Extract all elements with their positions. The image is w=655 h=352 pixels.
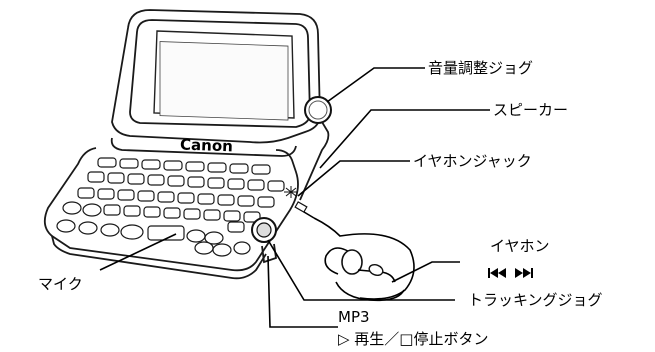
brand-logo: Canon	[180, 135, 233, 155]
leader-line-speaker	[319, 109, 490, 169]
track-skip-icons	[488, 268, 533, 278]
track-forward-icon	[515, 268, 533, 278]
key	[163, 207, 181, 219]
key	[177, 192, 195, 204]
key	[143, 206, 161, 218]
key	[97, 188, 115, 200]
key	[87, 171, 105, 183]
round-key	[233, 241, 251, 255]
key	[137, 190, 155, 202]
volume-jog-wheel-inner	[308, 100, 328, 120]
round-key	[62, 201, 82, 215]
key	[197, 193, 215, 205]
key	[247, 179, 265, 191]
key	[187, 176, 205, 188]
key	[183, 208, 201, 220]
round-key	[212, 243, 232, 257]
key	[229, 163, 249, 174]
round-key	[120, 224, 144, 240]
label-play-stop-button: ▷ 再生／□停止ボタン	[338, 330, 488, 348]
base-bottom-edge	[51, 235, 267, 280]
round-key	[56, 219, 76, 233]
leader-line-volume-jog	[326, 67, 425, 103]
label-speaker: スピーカー	[493, 101, 568, 119]
key	[237, 195, 255, 207]
label-mp3: MP3	[338, 308, 370, 326]
key	[117, 189, 135, 201]
label-earphone: イヤホン	[490, 237, 550, 255]
tracking-jog-inner	[256, 222, 272, 238]
label-tracking-jog: トラッキングジョグ	[468, 291, 603, 309]
base-body	[43, 147, 299, 272]
earphone-illustration	[313, 217, 415, 302]
key	[203, 209, 221, 221]
round-key	[82, 203, 102, 217]
key	[223, 210, 241, 222]
label-earphone-jack: イヤホンジャック	[413, 152, 532, 170]
lid-outline	[111, 9, 321, 144]
leader-line-mp3	[267, 255, 338, 328]
earphone-jack	[294, 201, 315, 219]
key	[167, 175, 185, 187]
screen-glass	[159, 41, 289, 121]
leader-line-earphone	[391, 261, 460, 283]
key	[267, 180, 285, 192]
round-key	[186, 229, 206, 243]
earbud	[341, 249, 363, 275]
key	[163, 160, 183, 171]
key	[77, 187, 95, 199]
leader-line-tracking-jog	[267, 239, 455, 301]
leader-line-microphone	[99, 233, 177, 271]
speaker-grille-icon	[284, 186, 298, 198]
screen	[153, 30, 295, 119]
round-key	[194, 241, 214, 255]
key	[119, 158, 139, 169]
key	[147, 225, 185, 241]
round-key	[78, 221, 98, 235]
leader-lines	[99, 67, 490, 328]
key	[157, 191, 175, 203]
earbud	[368, 264, 384, 276]
label-microphone: マイク	[38, 275, 83, 293]
key	[207, 177, 225, 189]
key	[147, 174, 165, 186]
hinge	[110, 137, 297, 157]
key	[185, 161, 205, 172]
key	[123, 205, 141, 217]
round-key	[204, 231, 224, 245]
key	[107, 172, 125, 184]
label-volume-jog: 音量調整ジョグ	[428, 59, 533, 77]
keyboard	[56, 157, 285, 257]
electronic-dictionary-illustration: Canon	[43, 9, 415, 302]
key	[127, 173, 145, 185]
track-back-icon	[488, 268, 506, 278]
leader-line-earphone-jack	[297, 160, 410, 197]
key	[103, 204, 121, 216]
key	[217, 194, 235, 206]
lid-right-edge	[299, 121, 330, 201]
key	[141, 159, 161, 170]
round-key	[100, 223, 120, 237]
key	[243, 211, 261, 223]
key	[97, 157, 117, 168]
side-button	[261, 243, 277, 264]
key	[227, 178, 245, 190]
key	[257, 196, 275, 208]
key	[207, 162, 227, 173]
key	[227, 221, 245, 233]
key	[251, 164, 271, 175]
